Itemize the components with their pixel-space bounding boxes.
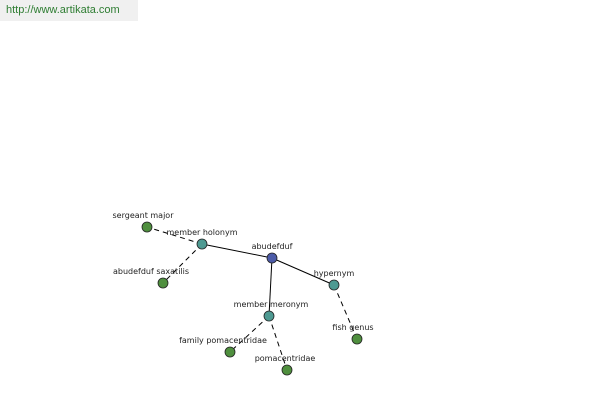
edge-member-holonym-to-abudefduf-saxatilis (162, 243, 203, 284)
artikata-url-link[interactable]: http://www.artikata.com (0, 0, 138, 21)
node-dot-family-pomacentridae[interactable] (224, 346, 236, 358)
node-label-pomacentridae[interactable]: pomacentridae (255, 354, 316, 363)
node-fish-genus[interactable]: fish genus (332, 323, 374, 345)
node-label-abudefduf[interactable]: abudefduf (252, 242, 293, 251)
node-member-holonym[interactable]: member holonym (166, 228, 238, 250)
edge-member-holonym-to-sergeant-major (146, 226, 203, 245)
node-label-sergeant-major[interactable]: sergeant major (113, 211, 175, 220)
node-label-abudefduf-saxatilis[interactable]: abudefduf saxatilis (113, 267, 189, 276)
node-dot-abudefduf-saxatilis[interactable] (157, 277, 169, 289)
node-sergeant-major[interactable]: sergeant major (113, 211, 175, 233)
node-pomacentridae[interactable]: pomacentridae (255, 354, 316, 376)
node-label-hypernym[interactable]: hypernym (314, 269, 355, 278)
node-label-family-pomacentridae[interactable]: family pomacentridae (179, 336, 267, 345)
edge-hypernym-to-fish-genus (333, 284, 358, 340)
edge-member-meronym-to-family-pomacentridae (229, 315, 270, 353)
node-abudefduf[interactable]: abudefduf (252, 242, 293, 264)
node-dot-fish-genus[interactable] (351, 333, 363, 345)
node-abudefduf-saxatilis[interactable]: abudefduf saxatilis (113, 267, 189, 289)
node-member-meronym[interactable]: member meronym (234, 300, 309, 322)
node-dot-member-meronym[interactable] (263, 310, 275, 322)
node-dot-abudefduf[interactable] (266, 252, 278, 264)
node-dot-hypernym[interactable] (328, 279, 340, 291)
node-label-fish-genus[interactable]: fish genus (332, 323, 373, 332)
node-dot-member-holonym[interactable] (196, 238, 208, 250)
edges-layer (146, 226, 358, 371)
nodes-layer: abudefduf member holonym hypernym member me… (113, 211, 374, 376)
node-hypernym[interactable]: hypernym (314, 269, 355, 291)
node-label-member-meronym[interactable]: member meronym (234, 300, 309, 309)
edge-abudefduf-to-hypernym (271, 257, 335, 286)
edge-member-meronym-to-pomacentridae (268, 315, 288, 371)
edge-abudefduf-to-member-holonym (201, 243, 273, 259)
node-dot-sergeant-major[interactable] (141, 221, 153, 233)
edge-abudefduf-to-member-meronym (268, 257, 273, 317)
node-dot-pomacentridae[interactable] (281, 364, 293, 376)
node-label-member-holonym[interactable]: member holonym (166, 228, 237, 237)
node-family-pomacentridae[interactable]: family pomacentridae (179, 336, 267, 358)
